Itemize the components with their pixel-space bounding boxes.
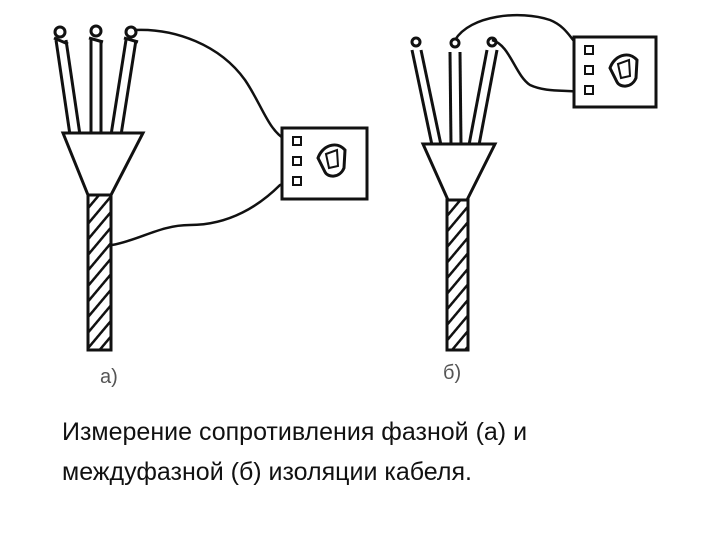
cable-insulation-diagram xyxy=(53,14,658,352)
cable-a-funnel xyxy=(60,131,146,197)
megohmmeter-a xyxy=(280,126,369,201)
terminal-a-1 xyxy=(292,136,302,146)
terminal-a-3 xyxy=(292,176,302,186)
cable-b-core-2 xyxy=(448,37,463,146)
cable-b-funnel xyxy=(420,142,498,202)
lead-wire-a-top xyxy=(133,28,287,142)
caption-line-2: междуфазной (б) изоляции кабеля. xyxy=(62,458,472,486)
terminal-b-3 xyxy=(584,85,594,95)
cable-a-core-1 xyxy=(53,25,82,136)
lead-wire-b-bottom xyxy=(491,38,583,94)
cable-a-core-3 xyxy=(109,25,139,136)
figure-label-b: б) xyxy=(443,362,462,384)
terminal-a-2 xyxy=(292,156,302,166)
cable-b-core-3 xyxy=(467,36,499,146)
figure-label-a: а) xyxy=(100,366,118,388)
lead-wire-b-top xyxy=(453,14,586,52)
megohmmeter-b xyxy=(572,35,658,109)
caption-line-1: Измерение сопротивления фазной (а) и xyxy=(62,418,528,446)
lead-wire-a-bottom xyxy=(111,178,293,247)
diagram-b xyxy=(410,14,658,352)
cable-a-core-2 xyxy=(88,24,104,135)
cable-a-armor xyxy=(86,193,113,352)
terminal-b-1 xyxy=(584,45,594,55)
cable-b-armor xyxy=(445,198,470,352)
terminal-b-2 xyxy=(584,65,594,75)
figure-caption: Измерение сопротивления фазной (а) и меж… xyxy=(62,412,682,492)
cable-b-core-1 xyxy=(410,36,443,146)
diagram-a xyxy=(53,24,369,352)
